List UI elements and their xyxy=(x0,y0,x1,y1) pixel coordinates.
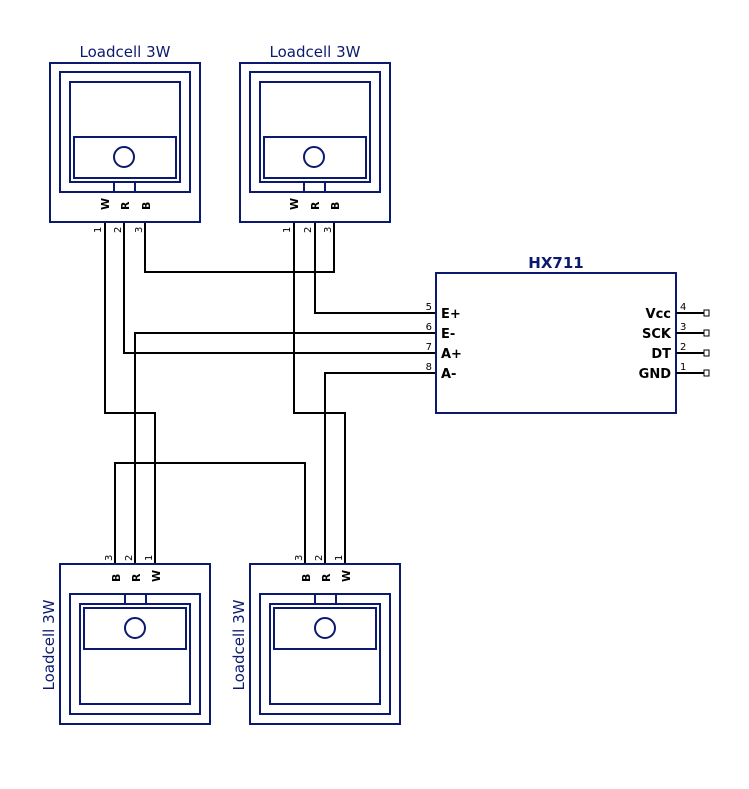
pin-number: 2 xyxy=(303,227,314,233)
pin-label-eplus: E+ xyxy=(441,307,461,322)
pin-number: 2 xyxy=(124,555,135,561)
wire-label: B xyxy=(300,574,313,582)
wire-lc3b-lc4b xyxy=(114,462,306,564)
pin-number: 1 xyxy=(144,555,155,561)
pin-number: 7 xyxy=(426,342,432,353)
wire-lc1w-lc3w xyxy=(104,222,156,564)
sensor-circle-icon xyxy=(303,146,325,168)
pin-number: 8 xyxy=(426,362,432,373)
pin-number: 3 xyxy=(134,227,145,233)
wire-label: R xyxy=(119,201,132,210)
pin-number: 2 xyxy=(680,342,686,353)
pin-number: 4 xyxy=(680,302,686,313)
pin-label-aminus: A- xyxy=(441,367,456,382)
pin-label-dt: DT xyxy=(651,347,671,362)
pin-label-sck: SCK xyxy=(642,327,672,342)
hx711-module: HX711 5 6 7 8 E+ E- A+ A- Vcc SCK DT GND… xyxy=(426,254,710,414)
pin-number: 6 xyxy=(426,322,432,333)
pin-number: 3 xyxy=(680,322,686,333)
wires xyxy=(104,222,436,564)
terminal-icon xyxy=(703,349,710,357)
wire-lc1r-aplus xyxy=(123,222,436,354)
pin-number: 3 xyxy=(294,555,305,561)
pin-label-gnd: GND xyxy=(639,367,672,382)
loadcell-title: Loadcell 3W xyxy=(80,43,171,61)
sensor-circle-icon xyxy=(124,617,146,639)
loadcell-2: Loadcell 3W W R B 1 2 3 xyxy=(239,43,391,233)
hx711-title: HX711 xyxy=(528,254,583,272)
pin-number: 1 xyxy=(93,227,104,233)
terminal-icon xyxy=(703,309,710,317)
wire-lc1b-lc2b xyxy=(144,222,335,273)
wire-label: W xyxy=(288,198,301,210)
wire-label: B xyxy=(110,574,123,582)
pin-label-eminus: E- xyxy=(441,327,455,342)
loadcell-3: Loadcell 3W B R W 3 2 1 xyxy=(40,555,211,725)
sensor-circle-icon xyxy=(314,617,336,639)
wire-label: R xyxy=(320,573,333,582)
pin-number: 1 xyxy=(282,227,293,233)
wire-eminus-lc3w xyxy=(134,332,436,564)
loadcell-1: Loadcell 3W W R B 1 2 3 xyxy=(49,43,201,233)
wire-label: B xyxy=(329,202,342,210)
wire-lc2w-lc4w xyxy=(293,222,346,564)
loadcell-title: Loadcell 3W xyxy=(230,599,248,690)
pin-number: 3 xyxy=(104,555,115,561)
pin-number: 3 xyxy=(323,227,334,233)
pin-number: 1 xyxy=(680,362,686,373)
terminal-icon xyxy=(703,369,710,377)
sensor-circle-icon xyxy=(113,146,135,168)
wire-label: W xyxy=(340,570,353,582)
wire-label: W xyxy=(150,570,163,582)
wire-aminus-lc4r xyxy=(324,372,436,564)
wire-lc2r-eplus xyxy=(314,222,436,314)
loadcell-title: Loadcell 3W xyxy=(270,43,361,61)
wire-label: W xyxy=(99,198,112,210)
terminal-icon xyxy=(703,329,710,337)
pin-number: 2 xyxy=(314,555,325,561)
wire-label: R xyxy=(309,201,322,210)
terminals xyxy=(676,309,710,377)
wire-label: B xyxy=(140,202,153,210)
pin-number: 5 xyxy=(426,302,432,313)
pin-label-vcc: Vcc xyxy=(646,307,671,322)
loadcell-4: Loadcell 3W B R W 3 2 1 xyxy=(230,555,401,725)
pin-number: 1 xyxy=(334,555,345,561)
pin-label-aplus: A+ xyxy=(441,347,462,362)
loadcell-title: Loadcell 3W xyxy=(40,599,58,690)
wire-label: R xyxy=(130,573,143,582)
pin-number: 2 xyxy=(113,227,124,233)
